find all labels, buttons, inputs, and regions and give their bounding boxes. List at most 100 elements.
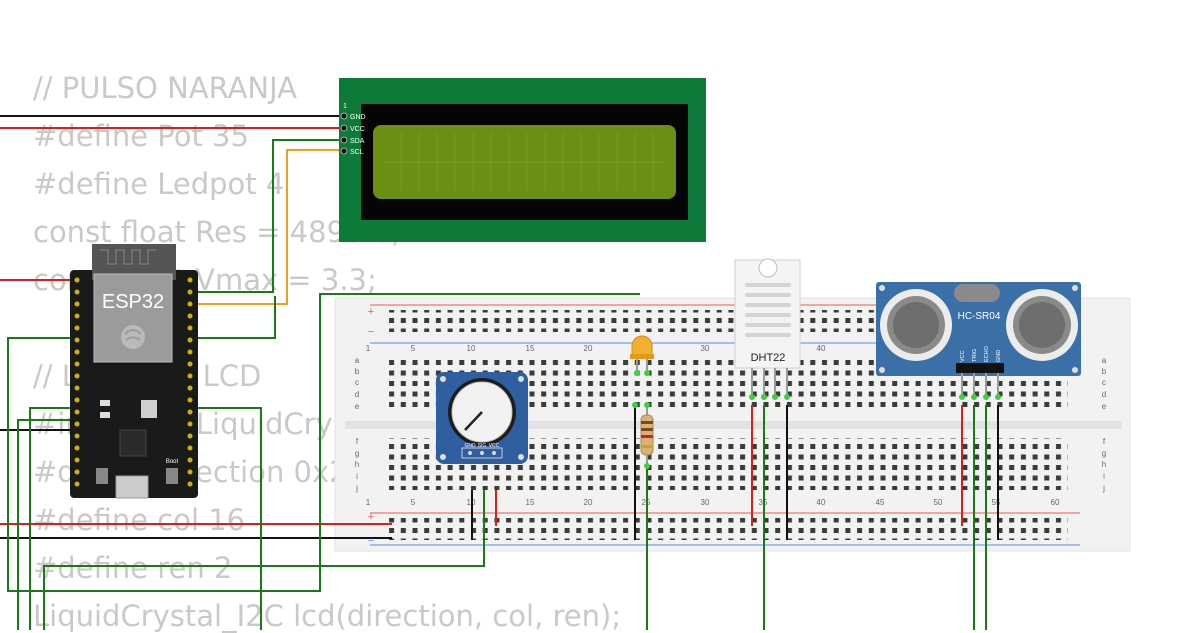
row-letter: h [1102,460,1106,469]
column-number: 5 [411,344,416,353]
pot-pin-label: GND [464,443,476,449]
dht22-legs [751,368,788,397]
esp32-left-pins[interactable] [74,277,80,487]
code-line: LiquidCrystal_I2C lcd(direction, col, re… [33,599,622,633]
resistor-pin[interactable] [644,402,650,408]
row-letter: f [1103,437,1106,446]
hcsr04-pin-trig[interactable] [971,394,977,400]
resistor[interactable] [632,402,654,469]
row-letter: c [355,378,359,387]
hcsr04-pin-gnd[interactable] [995,394,1001,400]
row-letter: j [355,484,358,493]
column-number: 15 [526,498,535,507]
dht22-mount-hole [758,258,778,278]
pot-pin-vcc[interactable] [492,451,496,455]
lcd-display[interactable]: 1 GND VCC SDA SCL [339,78,706,242]
pot-pin-sig[interactable] [480,451,484,455]
resistor-band [641,428,653,431]
wire-led-signal[interactable] [7,293,640,592]
rail-plus-label: + [368,306,374,318]
wires[interactable] [0,115,999,630]
wire-lcd-scl[interactable] [190,149,343,305]
led-pin[interactable] [634,370,640,376]
dht22-sensor[interactable]: DHT22 [734,258,801,400]
boot-button[interactable] [166,468,178,484]
row-letter: d [1102,390,1106,399]
led-body [631,335,653,357]
wire-lcd-sda[interactable] [190,139,343,293]
micro-usb-port[interactable] [115,475,149,499]
lcd-pin-labels: GND VCC SDA SCL [350,114,366,156]
boot-label: Boot [166,459,179,465]
dht22-pin-vcc[interactable] [749,394,755,400]
hcsr04-sensor[interactable]: HC-SR04 VCC TRIG ECHO GND [876,282,1081,400]
row-letter: h [355,460,359,469]
wire-sensor-signal[interactable] [17,419,78,630]
esp32-right-pins[interactable] [187,277,193,487]
potentiometer[interactable]: GND SIG VCC [436,372,528,464]
dht22-label: DHT22 [751,352,786,364]
row-letter: a [1102,356,1107,365]
hcsr04-legs [961,373,999,397]
lcd-pin-sda[interactable] [340,136,348,144]
column-number: 40 [817,344,826,353]
hcsr04-label: HC-SR04 [958,311,1001,322]
hcsr04-pin-label: VCC [960,350,966,362]
row-letter: d [355,390,359,399]
mount-hole [440,454,446,460]
lcd-pin-scl[interactable] [340,147,348,155]
column-number: 15 [526,344,535,353]
resistor-band [641,435,653,438]
esp32-board[interactable]: ESP32 Boot [70,244,198,499]
wire-pot-signal[interactable] [190,407,262,630]
column-number: 60 [1051,498,1060,507]
led-pin[interactable] [644,370,650,376]
transmitter-mesh [893,302,939,348]
pot-pin-gnd[interactable] [468,451,472,455]
wire-sensor-signal[interactable] [29,407,78,630]
column-number: 55 [992,498,1001,507]
en-button[interactable] [96,468,108,484]
led-rim [630,354,654,359]
row-letter: f [356,437,359,446]
code-line: #define Pot 35 [33,119,249,153]
hcsr04-pin-echo[interactable] [983,394,989,400]
row-letter: g [355,449,359,458]
dht22-pin-data[interactable] [761,394,767,400]
lcd-pin-label: SDA [350,138,365,145]
hcsr04-pin-label: ECHO [984,345,990,362]
column-number: 30 [701,344,710,353]
row-letter: a [355,356,360,365]
lcd-pin-vcc[interactable] [340,124,348,132]
antenna-trace [100,249,156,265]
column-number: 20 [584,344,593,353]
row-letter: g [1102,449,1106,458]
row-letter: c [1102,378,1106,387]
center-channel [345,421,1122,429]
code-line: #define Ledpot 4 [33,167,285,201]
led-orange[interactable] [630,335,654,376]
lcd-character-grid [383,133,666,191]
hcsr04-pin-header [956,363,1004,373]
pot-pin-labels: GND SIG VCC [464,443,499,449]
breadboard-connection[interactable] [632,402,638,408]
lcd-pin-gnd[interactable] [340,112,348,120]
dht22-pin-nc[interactable] [772,394,778,400]
column-number: 45 [876,498,885,507]
lcd-pin-number: 1 [343,103,347,110]
resistor-pin[interactable] [644,463,650,469]
rail-plus-label: + [368,511,374,523]
wire-esp32-signal[interactable] [190,296,276,339]
lcd-pin-label: GND [350,114,366,121]
bottom-power-rail[interactable] [388,518,1068,540]
code-line: // PULSO NARANJA [33,71,298,105]
hcsr04-pin-vcc[interactable] [959,394,965,400]
dht22-vent-grid [745,283,791,337]
dht22-pin-gnd[interactable] [784,394,790,400]
wire-potentiometer-sig[interactable] [43,490,485,630]
esp32-smd-part [100,412,110,418]
column-number: 20 [584,498,593,507]
resistor-band [641,421,653,424]
rail-minus-label: − [368,535,374,547]
